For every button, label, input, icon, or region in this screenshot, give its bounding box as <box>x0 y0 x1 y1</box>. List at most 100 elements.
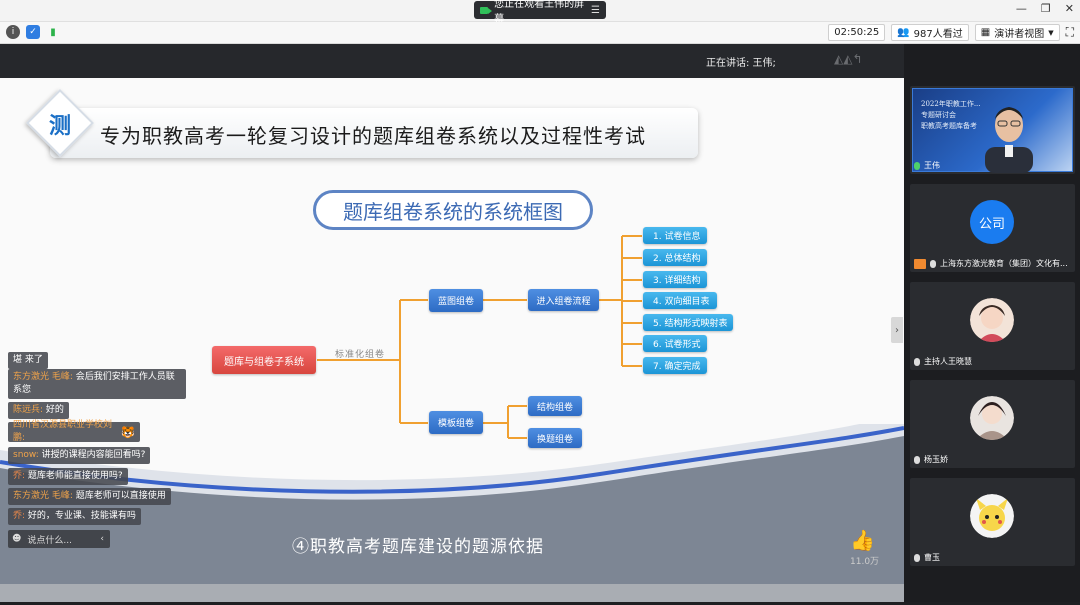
user-badge-icon <box>914 258 926 269</box>
signal-icon[interactable]: ▮ <box>50 26 56 38</box>
participant-name: 上海东方激光教育（集团）文化有... <box>940 259 1068 268</box>
video-caption-line: 专题研讨会 <box>921 111 956 119</box>
step-2: 2. 总体结构 <box>643 249 707 266</box>
chat-sender: 四川省汉源县职业学校刘鹏: <box>13 420 113 443</box>
info-icon[interactable]: i <box>6 25 20 39</box>
participants-panel: 2022年职教工作... 专题研讨会 职教高考题库备考 王伟 公 <box>904 44 1080 602</box>
badge-text: 测 <box>48 114 71 139</box>
chat-text: 好的，专业课、技能课有吗 <box>25 511 136 521</box>
step-7: 7. 确定完成 <box>643 357 707 374</box>
avatar <box>970 494 1014 538</box>
presenter-figure <box>985 107 1033 173</box>
screen-share-status[interactable]: 您正在观看王伟的屏幕 ☰ <box>474 0 606 25</box>
participant-tile[interactable]: 杨玉娇 <box>910 380 1075 468</box>
step-4: 4. 双向细目表 <box>643 292 717 309</box>
step-3: 3. 详细结构 <box>643 271 707 288</box>
presentation-slide: 测 专为职教高考一轮复习设计的题库组卷系统以及过程性考试 题库组卷系统的系统框图 <box>0 78 904 584</box>
node-template: 模板组卷 <box>429 411 483 434</box>
like-count: 11.0万 <box>850 557 880 567</box>
chat-input-bar[interactable]: ☻ 说点什么... ‹ <box>8 530 110 548</box>
chat-message: 乔: 题库老师能直接使用吗? <box>8 468 128 485</box>
viewer-count[interactable]: 👥 987人看过 <box>891 24 969 41</box>
diagram-title: 题库组卷系统的系统框图 <box>313 190 593 230</box>
shield-icon[interactable]: ✓ <box>26 25 40 39</box>
share-status-text: 您正在观看王伟的屏幕 <box>494 0 585 25</box>
menu-icon[interactable]: ☰ <box>591 4 600 16</box>
participant-name: 王伟 <box>924 161 940 170</box>
chat-text: 讲授的课程内容能回看吗? <box>38 450 146 460</box>
chat-message: 堪 来了 <box>8 352 48 369</box>
step-5: 5. 结构形式映射表 <box>643 314 733 331</box>
video-caption-line: 2022年职教工作... <box>921 100 981 108</box>
view-mode-text: 演讲者视图 <box>994 29 1045 40</box>
chat-sender: snow: <box>13 450 39 460</box>
chat-message: 乔: 好的，专业课、技能课有吗 <box>8 508 141 525</box>
presenter-video: 2022年职教工作... 专题研讨会 职教高考题库备考 <box>912 88 1073 173</box>
chat-message: snow: 讲授的课程内容能回看吗? <box>8 447 151 464</box>
emoji-icon[interactable]: ☻ <box>12 534 22 544</box>
chevron-down-icon: ▼ <box>1048 28 1054 37</box>
chat-sender: 东方激光 毛峰: <box>13 491 73 501</box>
participant-tile[interactable]: 主持人王晓慧 <box>910 282 1075 370</box>
chat-text: 好的 <box>43 405 64 415</box>
mindmap-connectors <box>317 235 642 439</box>
avatar <box>970 396 1014 440</box>
participant-name: 杨玉娇 <box>924 455 948 464</box>
chat-text: 会后我们安排工作人员联系您 <box>13 372 175 395</box>
view-mode-select[interactable]: ▦ 演讲者视图 ▼ <box>974 24 1060 41</box>
avatar <box>970 298 1014 342</box>
stage-header: 正在讲话: 王伟; ◭◭↰ <box>0 44 904 78</box>
thumbs-up-icon[interactable]: 👍 <box>850 528 875 552</box>
viewer-count-text: 987人看过 <box>913 29 963 40</box>
avatar: 公司 <box>970 200 1014 244</box>
participant-tile-presenter[interactable]: 2022年职教工作... 专题研讨会 职教高考题库备考 王伟 <box>910 86 1075 174</box>
node-blueprint: 蓝图组卷 <box>429 289 483 312</box>
chat-input[interactable]: 说点什么... <box>27 535 72 546</box>
mindmap-bracket-label: 标准化组卷 <box>335 350 386 360</box>
fullscreen-icon[interactable]: ⛶ <box>1065 25 1074 39</box>
mic-icon <box>914 455 920 464</box>
video-caption-line: 职教高考题库备考 <box>921 122 977 130</box>
node-swap-build: 换题组卷 <box>528 428 582 448</box>
layout-icon: ▦ <box>980 27 991 38</box>
step-1: 1. 试卷信息 <box>643 227 707 244</box>
collapse-panel-button[interactable]: › <box>891 317 903 343</box>
restore-icon[interactable]: ❐ <box>1040 2 1051 15</box>
chevron-left-icon[interactable]: ‹ <box>100 534 104 544</box>
chat-message: 东方激光 毛峰: 题库老师可以直接使用 <box>8 488 171 505</box>
meeting-toolbar: i ✓ ▮ 02:50:25 👥 987人看过 ▦ 演讲者视图 ▼ ⛶ <box>0 22 1080 44</box>
chat-sender: 东方激光 毛峰: <box>13 372 73 382</box>
chat-text: 堪 来了 <box>13 355 43 365</box>
mic-icon <box>914 357 920 366</box>
participant-name: 曹玉 <box>924 553 940 562</box>
mindmap-root-node: 题库与组卷子系统 <box>212 346 316 374</box>
app-logo-icon: ◭◭↰ <box>834 52 863 66</box>
slide-headline-banner <box>50 108 698 158</box>
mic-on-icon <box>914 161 920 170</box>
shared-screen: 正在讲话: 王伟; ◭◭↰ 测 专为职教高考一轮复习设计的题库组卷系统以及过程性… <box>0 44 904 602</box>
chat-sender: 乔: <box>13 511 26 521</box>
close-icon[interactable]: ✕ <box>1064 2 1074 15</box>
speaking-indicator: 正在讲话: 王伟; <box>706 58 776 69</box>
minimize-icon[interactable]: — <box>1015 2 1027 15</box>
chat-message: 四川省汉源县职业学校刘鹏: 🐯 <box>8 420 140 443</box>
users-icon: 👥 <box>897 27 910 38</box>
slide-bottom-strip <box>0 584 904 602</box>
slide-headline: 专为职教高考一轮复习设计的题库组卷系统以及过程性考试 <box>100 124 646 148</box>
participant-tile[interactable]: 公司 上海东方激光教育（集团）文化有... <box>910 184 1075 272</box>
participant-name: 主持人王晓慧 <box>924 357 972 366</box>
camera-icon <box>480 6 493 14</box>
chat-sender: 陈远兵: <box>13 405 44 415</box>
mic-icon <box>930 259 936 268</box>
slide-wave-decoration <box>0 424 904 584</box>
node-flow: 进入组卷流程 <box>528 289 599 311</box>
slide-footer-title: ④职教高考题库建设的题源依据 <box>292 537 544 557</box>
chat-text: 题库老师能直接使用吗? <box>25 471 123 481</box>
tiger-emoji-icon: 🐯 <box>121 425 135 439</box>
chat-message: 东方激光 毛峰: 会后我们安排工作人员联系您 <box>8 369 186 399</box>
node-structure-build: 结构组卷 <box>528 396 582 416</box>
participant-tile[interactable]: 曹玉 <box>910 478 1075 566</box>
window-titlebar: 您正在观看王伟的屏幕 ☰ — ❐ ✕ <box>0 0 1080 25</box>
mic-icon <box>914 553 920 562</box>
meeting-timer: 02:50:25 <box>828 24 886 41</box>
